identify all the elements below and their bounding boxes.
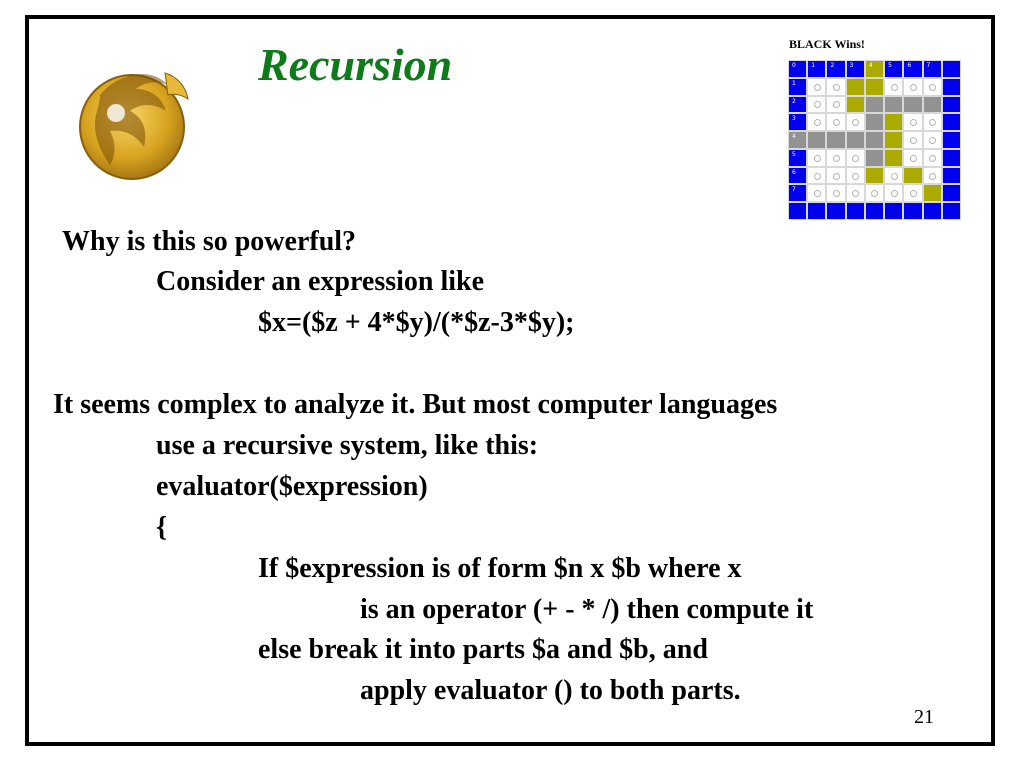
code-line-evaluator: evaluator($expression) [156, 471, 428, 502]
board-row-number: 2 [789, 96, 807, 113]
board-cell [942, 203, 960, 219]
board-cell [923, 185, 941, 202]
board-cell [923, 203, 941, 219]
board-cell [904, 132, 922, 148]
board-cell [827, 96, 845, 113]
page-number: 21 [914, 706, 934, 728]
board-cell [865, 96, 884, 113]
board-cell [942, 61, 960, 77]
slide-title: Recursion [258, 39, 453, 90]
board-cell [885, 114, 903, 131]
board-row-number: 1 [789, 78, 807, 95]
board-cell [808, 132, 826, 148]
board-cell [885, 167, 903, 184]
board-header-cell: 1 [808, 61, 826, 77]
board-cell [942, 185, 960, 202]
code-line-open-brace: { [156, 512, 168, 543]
board-cell [885, 185, 903, 202]
code-line-apply: apply evaluator () to both parts. [360, 675, 741, 706]
board-cell [846, 96, 864, 113]
board-cell [808, 203, 826, 219]
board-row-number: 5 [789, 149, 807, 166]
board-header-cell: 7 [923, 61, 941, 77]
board-cell [865, 167, 884, 184]
board-cell [942, 96, 960, 113]
board-cell [885, 78, 903, 95]
board-cell [942, 167, 960, 184]
board-cell [942, 149, 960, 166]
board-cell [885, 132, 903, 148]
board-cell [846, 78, 864, 95]
board-header-cell: 4 [865, 61, 884, 77]
board-cell [827, 203, 845, 219]
board-cell [827, 185, 845, 202]
board-cell [827, 114, 845, 131]
board-cell [808, 185, 826, 202]
game-board: 0 1 2 3 4 5 6 7 1 2 3 4 5 6 [788, 60, 961, 220]
board-cell [808, 167, 826, 184]
board-cell [865, 149, 884, 166]
board-cell [923, 96, 941, 113]
board-header-cell: 2 [827, 61, 845, 77]
board-cell [827, 132, 845, 148]
body-line-question: Why is this so powerful? [62, 226, 357, 257]
board-cell [904, 149, 922, 166]
board-cell [846, 132, 864, 148]
board-row-number: 6 [789, 167, 807, 184]
board-header-cell: 3 [846, 61, 864, 77]
board-row-number: 7 [789, 185, 807, 202]
board-header-cell: 0 [789, 61, 807, 77]
board-cell [865, 78, 884, 95]
board-row-number: 4 [789, 132, 807, 148]
board-cell [904, 96, 922, 113]
board-caption: BLACK Wins! [789, 37, 865, 51]
board-cell [846, 185, 864, 202]
board-cell [789, 203, 807, 219]
board-cell [865, 203, 884, 219]
body-line-complex: It seems complex to analyze it. But most… [53, 389, 778, 420]
board-cell [923, 114, 941, 131]
code-line-operator: is an operator (+ - * /) then compute it [360, 594, 814, 625]
board-cell [923, 132, 941, 148]
board-cell [808, 96, 826, 113]
board-cell [942, 78, 960, 95]
body-line-expression: $x=($z + 4*$y)/(*$z-3*$y); [258, 307, 575, 338]
board-cell [923, 149, 941, 166]
board-cell [942, 132, 960, 148]
slide-frame [25, 15, 995, 746]
code-line-else: else break it into parts $a and $b, and [258, 634, 708, 665]
board-header-cell: 6 [904, 61, 922, 77]
board-cell [904, 167, 922, 184]
board-row-number: 3 [789, 114, 807, 131]
board-cell [904, 203, 922, 219]
body-line-consider: Consider an expression like [156, 266, 485, 297]
board-cell [865, 132, 884, 148]
board-cell [904, 78, 922, 95]
board-cell [904, 114, 922, 131]
board-header-cell: 5 [885, 61, 903, 77]
board-cell [942, 114, 960, 131]
board-cell [827, 167, 845, 184]
board-cell [846, 203, 864, 219]
board-cell [846, 114, 864, 131]
board-cell [885, 203, 903, 219]
board-cell [827, 149, 845, 166]
board-cell [846, 167, 864, 184]
board-cell [923, 167, 941, 184]
board-cell [904, 185, 922, 202]
board-cell [865, 114, 884, 131]
body-line-recursive: use a recursive system, like this: [156, 430, 539, 461]
board-cell [808, 149, 826, 166]
board-cell [808, 78, 826, 95]
board-cell [827, 78, 845, 95]
board-cell [865, 185, 884, 202]
code-line-if: If $expression is of form $n x $b where … [258, 553, 742, 584]
board-cell [808, 114, 826, 131]
ucf-pegasus-logo [79, 72, 189, 180]
board-cell [885, 96, 903, 113]
board-cell [923, 78, 941, 95]
board-cell [846, 149, 864, 166]
board-cell [885, 149, 903, 166]
